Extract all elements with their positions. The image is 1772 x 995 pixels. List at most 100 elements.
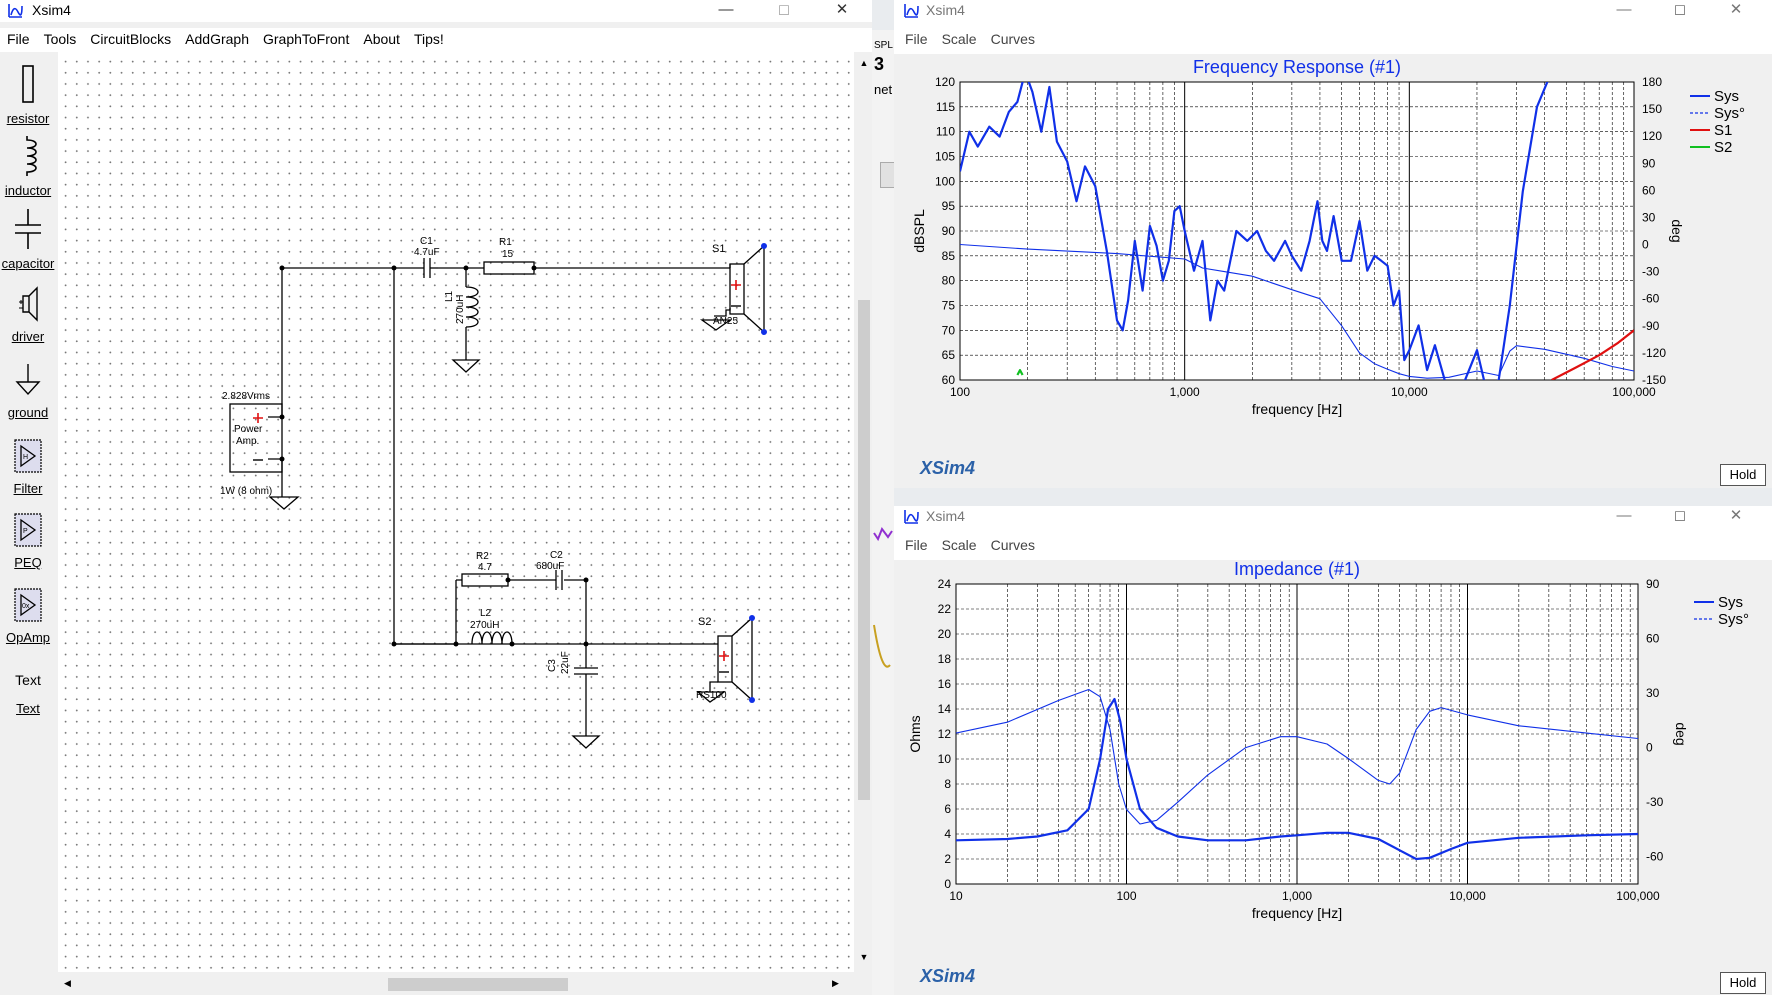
c1-name: C1 — [420, 236, 433, 247]
freq-close-button[interactable]: ✕ — [1729, 1, 1743, 18]
y2-axis-label: deg — [1669, 219, 1685, 242]
main-titlebar: Xsim4 — ◻ ✕ — [0, 0, 872, 22]
legend-label[interactable]: S2 — [1714, 139, 1732, 156]
amp-label-1: Power — [234, 424, 263, 435]
y-tick-label: 85 — [942, 249, 956, 263]
legend-label[interactable]: Sys — [1714, 88, 1739, 105]
freq-maximize-button[interactable]: ◻ — [1673, 1, 1687, 18]
r1-value: 15 — [502, 249, 514, 260]
l2-name: L2 — [480, 608, 492, 619]
x-tick-label: 100,000 — [1612, 385, 1656, 399]
close-button[interactable]: ✕ — [835, 1, 849, 18]
imp-menu-scale[interactable]: Scale — [941, 537, 977, 553]
tool-driver[interactable]: driver — [0, 284, 56, 344]
tool-ground[interactable]: ground — [0, 360, 56, 420]
imp-menu-curves[interactable]: Curves — [990, 537, 1035, 553]
background-number: 3 — [874, 54, 885, 74]
main-menu-graphtofront[interactable]: GraphToFront — [262, 31, 350, 47]
text-icon: Text — [15, 672, 41, 688]
main-menu-circuitblocks[interactable]: CircuitBlocks — [90, 31, 172, 47]
imp-menubar: File Scale Curves — [898, 534, 1772, 558]
y2-tick-label: -150 — [1642, 373, 1666, 387]
legend-label[interactable]: Sys° — [1714, 105, 1745, 122]
amp-voltage: 2.828Vrms — [222, 391, 270, 402]
freq-menu-curves[interactable]: Curves — [990, 31, 1035, 47]
scroll-up-arrow[interactable]: ▲ — [859, 58, 869, 68]
scroll-down-arrow[interactable]: ▼ — [859, 952, 869, 962]
legend-label[interactable]: Sys — [1718, 594, 1743, 611]
imp-minimize-button[interactable]: — — [1616, 507, 1632, 524]
y-tick-label: 65 — [942, 348, 956, 362]
x-axis-label: frequency [Hz] — [1252, 401, 1342, 417]
legend-label[interactable]: S1 — [1714, 122, 1732, 139]
freq-brand-label: XSim4 — [920, 458, 976, 478]
freq-hold-button[interactable]: Hold — [1720, 464, 1766, 486]
tool-filter[interactable]: H Filter — [0, 436, 56, 496]
xsim-app-icon — [904, 510, 919, 524]
y2-tick-label: -60 — [1646, 850, 1664, 864]
l2-value: 270uH — [470, 620, 499, 631]
y-tick-label: 16 — [938, 677, 952, 691]
tool-text[interactable]: Text Text — [0, 669, 56, 716]
y2-tick-label: 0 — [1642, 238, 1649, 252]
imp-window-title: Xsim4 — [926, 508, 965, 524]
y-tick-label: 8 — [944, 777, 951, 791]
freq-menu-file[interactable]: File — [905, 31, 928, 47]
minimize-button[interactable]: — — [718, 1, 734, 18]
xsim-app-icon — [904, 4, 919, 18]
canvas-horizontal-scrollbar[interactable]: ◀ ▶ — [58, 974, 856, 995]
main-menu-file[interactable]: File — [7, 31, 30, 47]
main-menu-tips[interactable]: Tips! — [413, 31, 444, 47]
r2-value: 4.7 — [478, 562, 492, 573]
xsim-app-icon — [6, 2, 24, 19]
scroll-right-arrow[interactable]: ▶ — [832, 978, 839, 988]
y-tick-label: 0 — [944, 877, 951, 891]
y-tick-label: 2 — [944, 852, 951, 866]
scroll-left-arrow[interactable]: ◀ — [64, 978, 71, 988]
main-menubar: File Tools CircuitBlocks AddGraph GraphToFro… — [0, 28, 872, 52]
y-tick-label: 60 — [942, 373, 956, 387]
y-axis-label: dBSPL — [911, 209, 927, 253]
imp-close-button[interactable]: ✕ — [1729, 507, 1743, 524]
r1-name: R1 — [499, 237, 512, 248]
x-tick-label: 1,000 — [1170, 385, 1200, 399]
tool-inductor[interactable]: inductor — [0, 134, 56, 198]
ground-icon — [15, 364, 41, 396]
y-tick-label: 100 — [935, 174, 955, 188]
tool-peq[interactable]: P PEQ — [0, 510, 56, 570]
main-menu-about[interactable]: About — [363, 31, 400, 47]
main-menu-addgraph[interactable]: AddGraph — [185, 31, 249, 47]
tool-label-text: Text — [16, 701, 40, 716]
tool-opamp[interactable]: 0x OpAmp — [0, 585, 56, 645]
main-menu-tools[interactable]: Tools — [43, 31, 77, 47]
freq-minimize-button[interactable]: — — [1616, 1, 1632, 18]
y2-tick-label: -90 — [1642, 319, 1660, 333]
horizontal-scroll-thumb[interactable] — [388, 978, 568, 991]
freq-menu-scale[interactable]: Scale — [941, 31, 977, 47]
y2-tick-label: 0 — [1646, 741, 1653, 755]
frequency-response-chart[interactable]: 1201151101051009590858075706560180150120… — [894, 54, 1772, 488]
c2-value: 680uF — [536, 561, 564, 572]
maximize-button[interactable]: ◻ — [777, 1, 791, 18]
y2-tick-label: -60 — [1642, 292, 1660, 306]
s2-model: RS100 — [696, 690, 727, 701]
c1-value: 4.7uF — [414, 247, 440, 258]
imp-menu-file[interactable]: File — [905, 537, 928, 553]
tool-resistor[interactable]: resistor — [0, 62, 56, 126]
imp-hold-button[interactable]: Hold — [1720, 972, 1766, 994]
legend-label[interactable]: Sys° — [1718, 611, 1749, 628]
imp-maximize-button[interactable]: ◻ — [1673, 507, 1687, 524]
svg-text:0x: 0x — [22, 603, 30, 610]
schematic-canvas[interactable]: C1 4.7uF R1 15 L1 270uH S1 AN25 2.828Vrm… — [58, 52, 854, 972]
vertical-scroll-thumb[interactable] — [858, 300, 870, 800]
s2-name: S2 — [698, 616, 711, 628]
tool-label-inductor: inductor — [4, 183, 52, 198]
series-line-sys — [960, 82, 1549, 380]
y-tick-label: 4 — [944, 827, 951, 841]
y-tick-label: 6 — [944, 802, 951, 816]
tool-capacitor[interactable]: capacitor — [0, 207, 56, 271]
canvas-vertical-scrollbar[interactable]: ▲ ▼ — [856, 52, 872, 974]
